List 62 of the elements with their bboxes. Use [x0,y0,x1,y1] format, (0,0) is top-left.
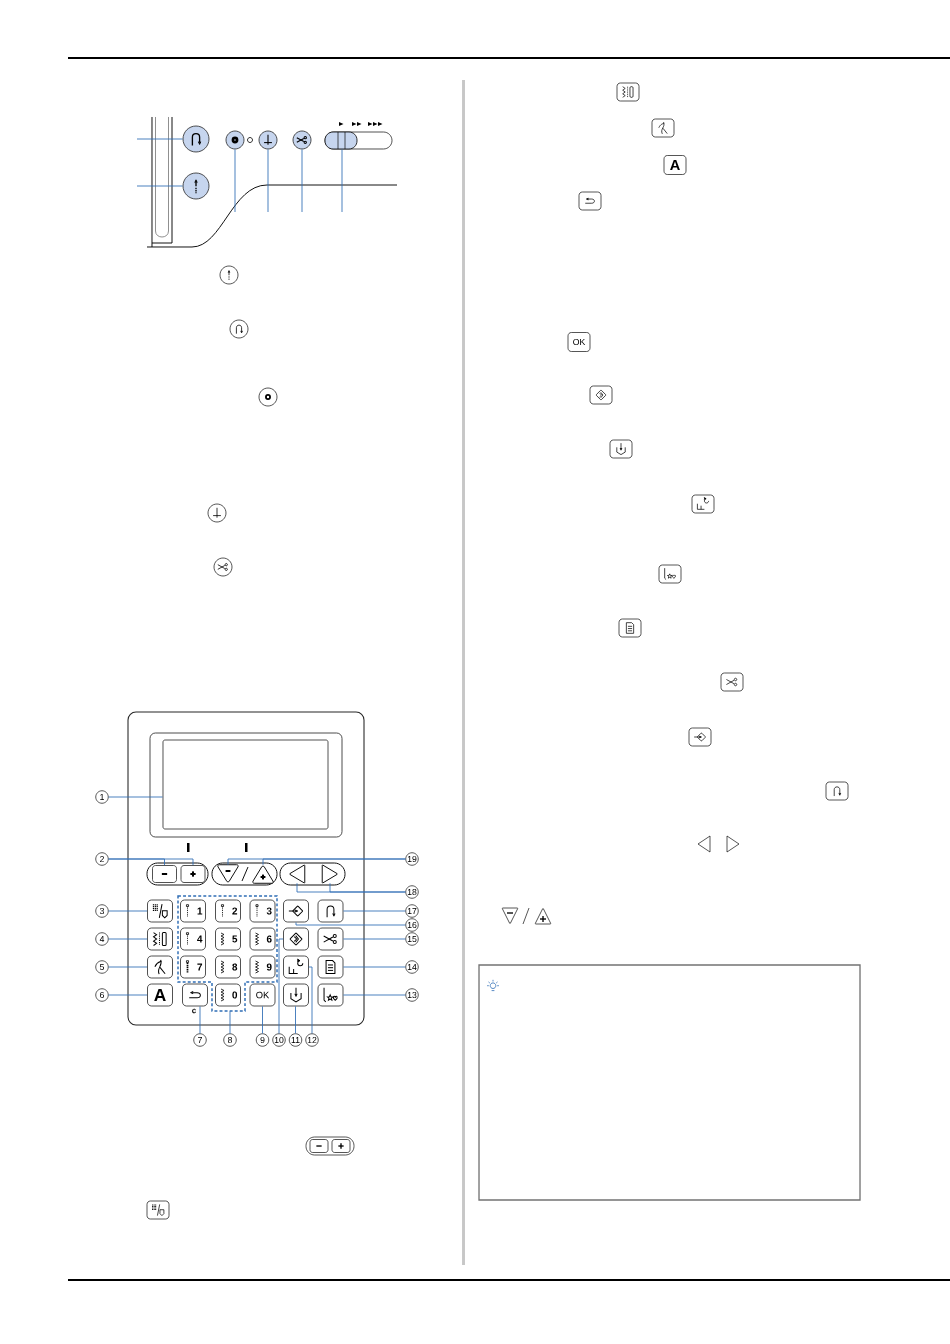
callout-number: 12 [305,1033,319,1047]
leader-line [342,938,406,940]
leader-line [108,938,148,940]
leader-line [199,1005,201,1034]
key: OK [249,983,276,1007]
display-screen [162,739,329,830]
callout-number: 19 [405,852,419,866]
callout-number: 14 [405,960,419,974]
callout-number: 16 [405,918,419,932]
number-key: 9 [249,955,276,979]
callout-number: 7 [193,1033,207,1047]
speed-slider [324,131,393,150]
leader-line [136,138,184,140]
callout-number: 18 [405,885,419,899]
leader-line [301,148,303,213]
leader-line [342,910,406,912]
number-key: 8 [215,955,241,979]
leader-line [108,858,194,866]
leader-line [278,938,284,1034]
callout-number: 5 [95,960,109,974]
leader-line [341,148,343,213]
callout-number: 10 [272,1033,286,1047]
leader-line [108,796,164,798]
leader-line [295,1005,296,1034]
leader-line [229,1010,231,1034]
dashed-outline [177,895,278,1012]
leader-line [108,966,148,968]
number-key: 3 [249,899,276,923]
leader-line [234,148,236,213]
number-key: 7 [180,955,206,979]
leader-line [342,994,406,996]
callout-number: 8 [223,1033,237,1047]
triangle-button [321,864,338,884]
callout-number: 11 [288,1033,303,1047]
key-caption: c [192,1008,196,1014]
number-key: 5 [215,927,241,951]
number-key: 1 [180,899,206,923]
callout-number: 13 [405,988,419,1002]
leader-line [329,882,406,893]
callout-number: 17 [405,904,419,918]
leader-line [295,921,406,926]
leader-line [108,994,148,996]
leader-line [136,185,184,187]
leader-line [342,966,406,968]
callout-number: 15 [405,932,419,946]
number-key: 6 [249,927,276,951]
number-key: 0 [215,983,241,1007]
callout-number: 4 [95,932,109,946]
leader-line [262,1005,263,1034]
leader-line [108,910,148,912]
callout-number: 2 [95,852,109,866]
callout-number: 6 [95,988,109,1002]
callout-number: 9 [255,1033,270,1047]
leader-line [267,148,269,213]
callout-number: 1 [95,790,109,804]
leader-line [308,966,313,1034]
number-key: 2 [215,899,241,923]
callout-number: 3 [95,904,109,918]
number-key: 4 [180,927,206,951]
triangle-button [289,864,306,884]
key: A [147,983,173,1007]
leader-line [262,858,406,866]
